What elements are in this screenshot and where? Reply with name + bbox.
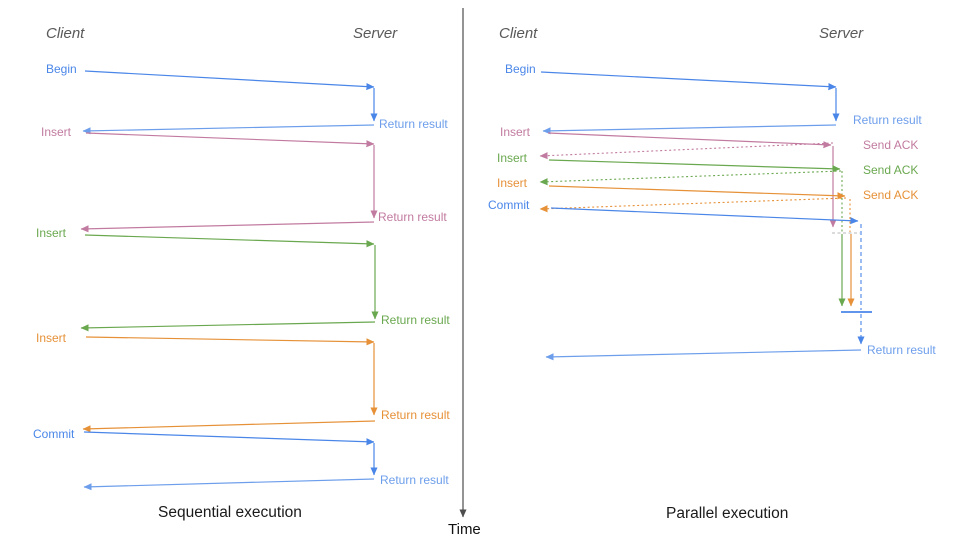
seq-begin-response-arrow bbox=[82, 124, 375, 135]
par-begin-request-arrow bbox=[540, 71, 837, 91]
seq-insert2-response-arrow bbox=[80, 321, 376, 332]
par-begin-response-label: Return result bbox=[853, 113, 922, 127]
par-begin-response-arrow bbox=[542, 124, 837, 135]
seq-insert3-response-arrow bbox=[82, 420, 376, 433]
seq-client-header: Client bbox=[46, 25, 85, 42]
seq-insert1-response-arrow bbox=[80, 221, 375, 233]
par-insert1-ack-label: Send ACK bbox=[863, 138, 919, 152]
seq-begin-label: Begin bbox=[46, 62, 77, 76]
seq-commit-response-label: Return result bbox=[380, 473, 449, 487]
seq-commit-response-arrow bbox=[83, 478, 375, 491]
par-begin-label: Begin bbox=[505, 62, 536, 76]
seq-insert3-request-arrow bbox=[85, 336, 375, 346]
par-commit-request-arrow bbox=[550, 207, 859, 225]
par-insert3-request-arrow bbox=[548, 185, 846, 200]
par-commit-label: Commit bbox=[488, 198, 530, 212]
par-commit-response-arrow bbox=[545, 349, 862, 361]
seq-insert3-label: Insert bbox=[36, 331, 67, 345]
par-insert2-ack-label: Send ACK bbox=[863, 163, 919, 177]
seq-insert1-label: Insert bbox=[41, 125, 72, 139]
par-commit-response-label: Return result bbox=[867, 343, 936, 357]
par-insert2-label: Insert bbox=[497, 151, 528, 165]
seq-commit-request-arrow bbox=[83, 431, 375, 446]
par-server-header: Server bbox=[819, 25, 864, 42]
seq-panel-title: Sequential execution bbox=[158, 504, 302, 521]
seq-insert1-response-label: Return result bbox=[378, 210, 447, 224]
seq-insert2-request-arrow bbox=[84, 234, 375, 248]
par-client-header: Client bbox=[499, 25, 538, 42]
seq-server-header: Server bbox=[353, 25, 398, 42]
time-axis-label: Time bbox=[448, 521, 481, 538]
seq-insert3-response-label: Return result bbox=[381, 408, 450, 422]
par-insert1-ack-arrow bbox=[539, 142, 834, 160]
par-insert3-ack-label: Send ACK bbox=[863, 188, 919, 202]
seq-commit-label: Commit bbox=[33, 427, 75, 441]
seq-insert1-request-arrow bbox=[85, 132, 375, 148]
seq-begin-request-arrow bbox=[84, 70, 375, 91]
par-insert2-ack-arrow bbox=[539, 170, 842, 186]
par-panel-title: Parallel execution bbox=[666, 505, 789, 522]
par-insert2-request-arrow bbox=[548, 159, 841, 173]
par-insert1-request-arrow bbox=[547, 132, 832, 149]
seq-insert2-response-label: Return result bbox=[381, 313, 450, 327]
seq-insert2-label: Insert bbox=[36, 226, 67, 240]
par-insert3-ack-arrow bbox=[539, 197, 847, 213]
par-insert3-label: Insert bbox=[497, 176, 528, 190]
seq-begin-response-label: Return result bbox=[379, 117, 448, 131]
par-insert1-label: Insert bbox=[500, 125, 531, 139]
